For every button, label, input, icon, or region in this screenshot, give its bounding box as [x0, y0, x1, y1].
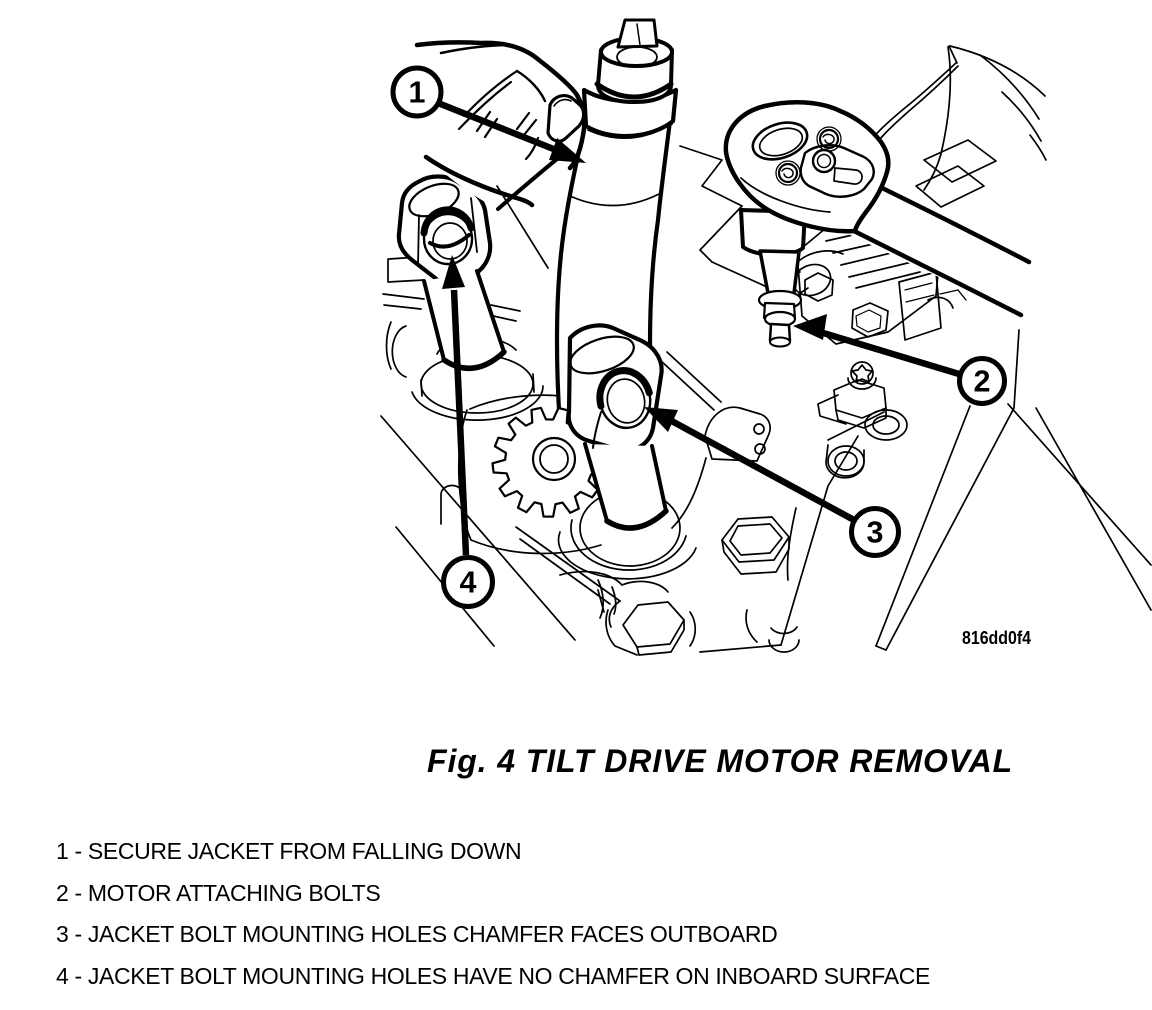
svg-text:1: 1 [409, 76, 426, 110]
svg-text:4: 4 [460, 566, 477, 600]
svg-text:3: 3 [867, 516, 884, 550]
svg-text:816dd0f4: 816dd0f4 [962, 627, 1032, 648]
svg-text:2: 2 [974, 365, 991, 399]
